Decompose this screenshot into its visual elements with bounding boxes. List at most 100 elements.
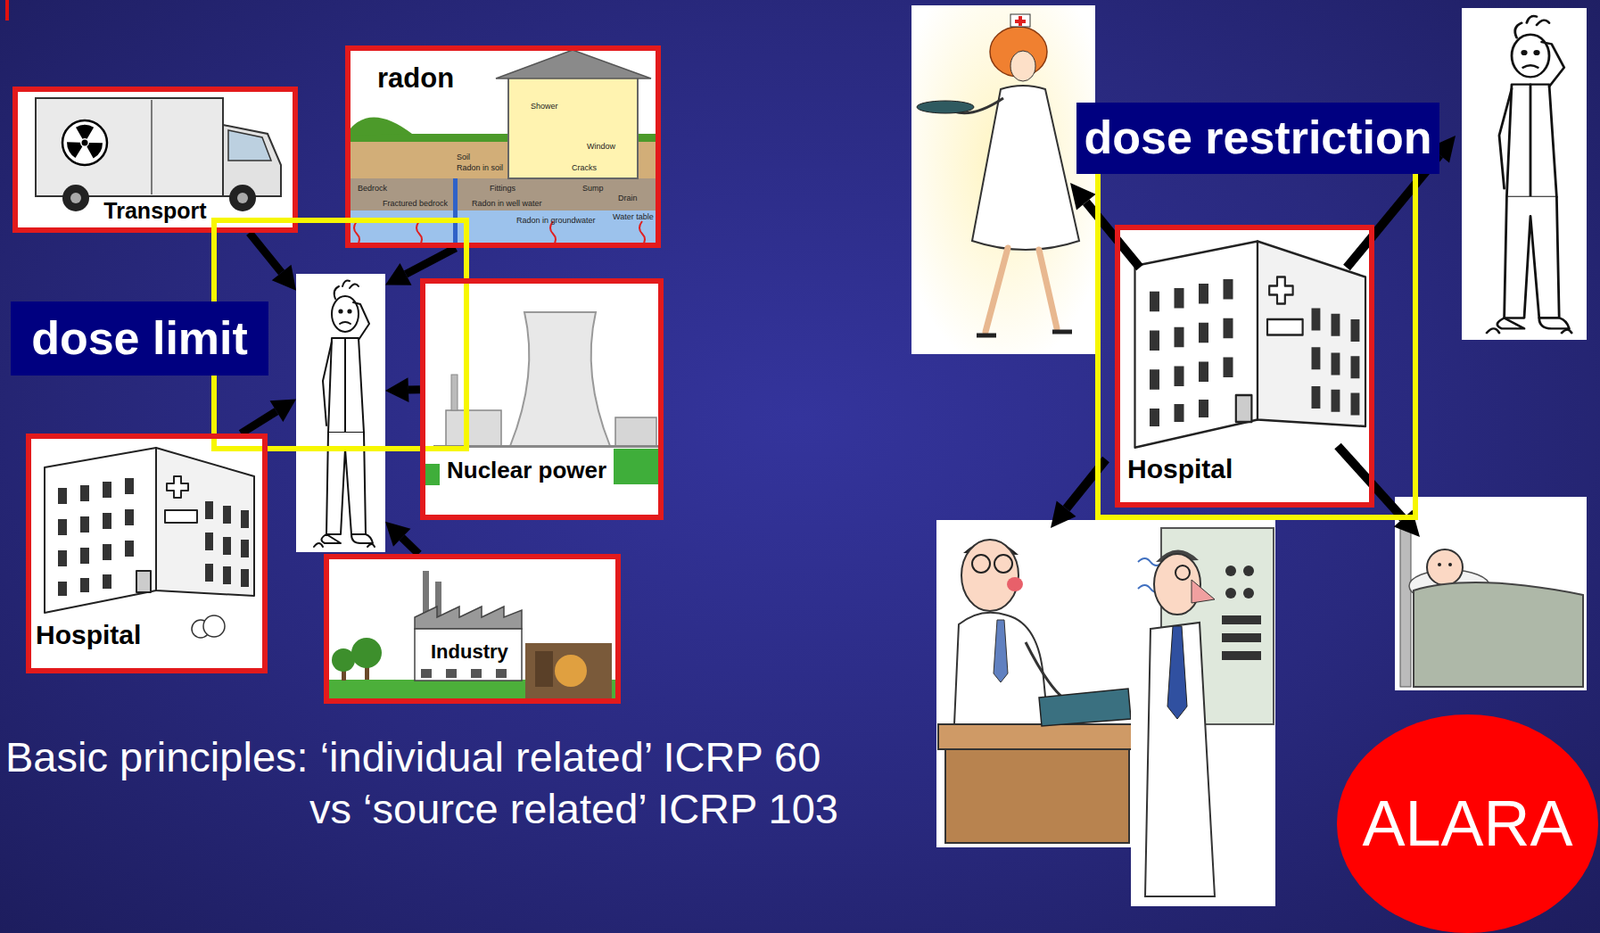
industry-picture xyxy=(414,606,522,629)
nurse-figure xyxy=(976,331,1073,336)
transport-picture xyxy=(150,99,153,195)
radon-picture xyxy=(508,75,638,179)
physicist-figure xyxy=(1225,565,1237,577)
radon-picture xyxy=(345,210,661,248)
picture-label: Radon in soil xyxy=(456,163,504,173)
band-title: dose limit xyxy=(31,312,248,366)
radon-picture xyxy=(453,178,458,247)
footnote-text: Basic principles: ‘individual related’ I… xyxy=(5,733,821,782)
patient-figure xyxy=(1394,496,1587,691)
picture-label: Cracks xyxy=(571,163,597,173)
physicist-figure xyxy=(1130,519,1276,907)
ellipse-shape xyxy=(1336,714,1599,933)
arrow-shaft xyxy=(402,537,420,554)
transport-picture xyxy=(62,184,90,212)
footnote-text: Basic principles: ‘individual related’ I… xyxy=(5,733,821,782)
box-title: Nuclear power xyxy=(446,457,607,485)
physicist-figure xyxy=(1221,615,1262,625)
arrow-head xyxy=(270,398,297,422)
source-box: Hospital xyxy=(1114,224,1375,508)
picture-label: Window xyxy=(586,141,616,151)
radon-picture xyxy=(354,221,645,247)
picture-label: Drain xyxy=(618,193,638,203)
transport-picture xyxy=(12,86,298,233)
patient-figure xyxy=(1437,562,1442,567)
radon-picture xyxy=(345,116,413,136)
industry-picture xyxy=(445,668,457,678)
source-arrow xyxy=(385,521,420,554)
industry-picture xyxy=(535,651,553,687)
doctor-figure xyxy=(1006,577,1023,592)
person-figure xyxy=(296,273,386,553)
label-band: dose limit xyxy=(10,301,269,376)
arrow-head xyxy=(385,263,413,286)
principle-ellipse: ALARA xyxy=(1336,714,1599,933)
picture-label: Radon in groundwater xyxy=(516,215,596,225)
source-arrow xyxy=(385,377,421,403)
dose-arrow xyxy=(1050,500,1077,528)
doctor-figure xyxy=(936,519,1139,848)
industry-picture xyxy=(351,637,382,669)
title-mark xyxy=(5,0,9,21)
patient-figure xyxy=(1400,526,1411,687)
transport-picture xyxy=(229,184,256,212)
doctor-figure xyxy=(993,619,1008,683)
hospital-picture xyxy=(1135,241,1367,448)
picture-label: Fractured bedrock xyxy=(382,198,448,208)
picture-label: Sump xyxy=(582,183,604,193)
picture-label: Bedrock xyxy=(357,183,388,193)
patient-figure xyxy=(1426,549,1463,586)
dose-arrow xyxy=(1050,135,1456,537)
physicist-figure xyxy=(1221,651,1262,660)
arrow-shaft xyxy=(405,247,456,274)
arrow-head xyxy=(385,377,409,403)
transport-picture xyxy=(12,86,298,233)
physicist-figure xyxy=(1243,587,1254,599)
label-band: dose restriction xyxy=(1076,102,1440,174)
hospital-picture xyxy=(25,433,268,674)
nurse-figure xyxy=(911,5,1096,355)
person-figure xyxy=(313,280,375,547)
dose-arrow xyxy=(1070,182,1097,211)
industry-picture xyxy=(323,553,621,704)
person-figure xyxy=(296,273,386,553)
source-box: Hospital xyxy=(25,433,268,674)
nuclear-plant-picture xyxy=(613,448,659,485)
nurse-figure xyxy=(985,247,1057,332)
patient-figure xyxy=(1394,496,1587,691)
arrow-shaft xyxy=(249,232,282,273)
dose-limit-frame: dose limit xyxy=(211,217,470,452)
footnote-text: vs ‘source related’ ICRP 103 xyxy=(309,784,839,833)
picture-label: Fittings xyxy=(489,183,516,193)
patient-figure xyxy=(1448,562,1452,567)
industry-picture xyxy=(470,668,482,678)
dose-restriction-frame: dose restrictionHospital xyxy=(1095,165,1419,520)
picture-label: Water table xyxy=(612,212,654,222)
doctor-figure xyxy=(1025,642,1066,701)
industry-picture xyxy=(554,654,587,687)
physicist-figure xyxy=(1243,565,1254,577)
industry-picture xyxy=(525,643,612,699)
physicist-figure xyxy=(1221,633,1262,643)
picture-label: Sump xyxy=(582,183,604,193)
doctor-figure xyxy=(972,554,990,573)
radon-picture xyxy=(345,178,661,211)
nurse-figure xyxy=(916,100,974,114)
box-title: Hospital xyxy=(35,619,141,652)
arrow-shaft xyxy=(240,411,277,434)
source-box: Transport xyxy=(12,86,298,233)
arrow-head xyxy=(385,521,411,547)
patient-figure xyxy=(1413,582,1584,687)
picture-label: Fractured bedrock xyxy=(382,198,448,208)
nurse-figure xyxy=(1010,14,1031,27)
box-title: Transport xyxy=(103,197,207,224)
doctor-figure xyxy=(961,539,1019,611)
box-title: radon xyxy=(377,62,454,95)
nurse-figure xyxy=(1010,50,1036,82)
transport-picture xyxy=(70,192,82,204)
radon-picture xyxy=(495,49,652,79)
picture-label: Radon in well water xyxy=(471,198,543,208)
footnote-text: vs ‘source related’ ICRP 103 xyxy=(309,784,839,833)
arrow-head xyxy=(272,264,297,291)
transport-picture xyxy=(237,192,248,204)
